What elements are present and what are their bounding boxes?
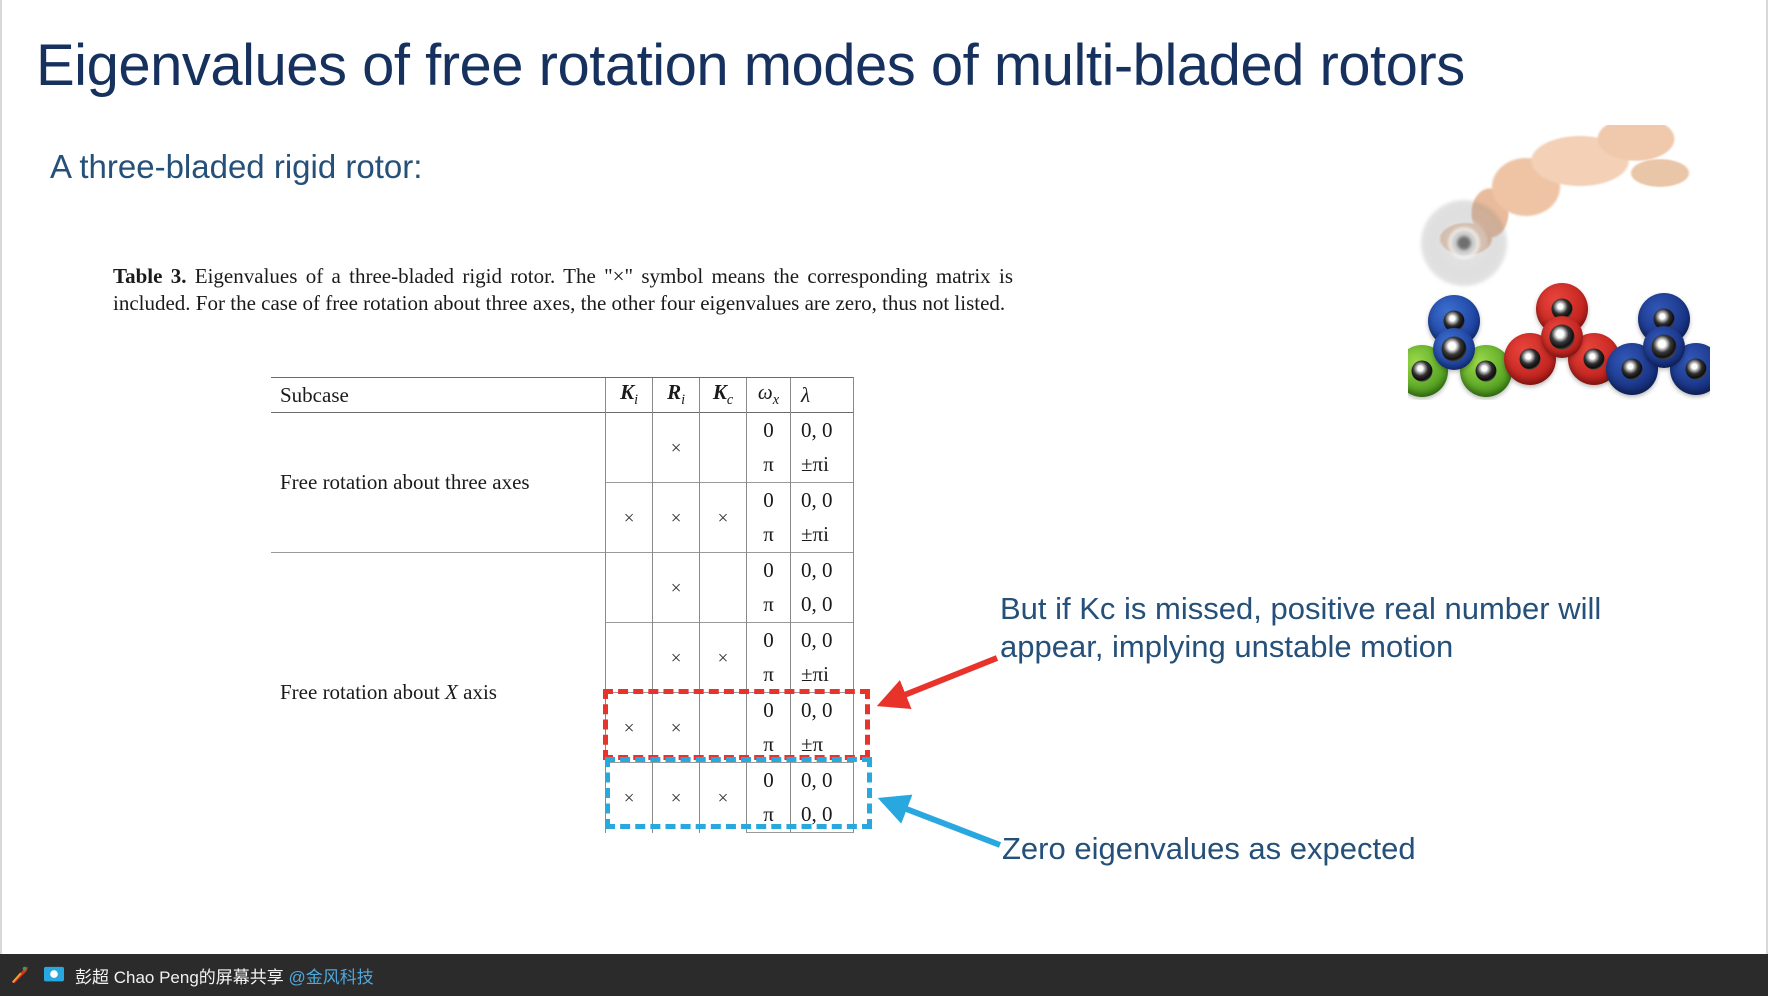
cell-kc: × [699, 482, 747, 553]
cell-lambda: 0, 0 [789, 692, 855, 728]
table-row-highlighted-red: × × 0 0, 0 [271, 692, 855, 763]
cell-lambda: ±πi [789, 657, 855, 693]
table-caption-text: Eigenvalues of a three-bladed rigid roto… [113, 264, 1013, 316]
taskbar-strip [0, 954, 396, 996]
cell-lambda: ±πi [789, 447, 855, 483]
cell-omega: 0 [746, 552, 791, 588]
slide-subtitle: A three-bladed rigid rotor: [50, 148, 423, 185]
table-caption: Table 3. Eigenvalues of a three-bladed r… [113, 263, 1013, 318]
blue-arrow [877, 794, 1002, 848]
cell-kc: × [699, 622, 747, 693]
spinner-red [1504, 283, 1620, 389]
table-row: π ±πi [271, 517, 855, 553]
cell-omega: π [746, 657, 791, 693]
header-ri: Ri [652, 377, 700, 413]
cell-omega: 0 [746, 762, 791, 798]
cell-lambda: 0, 0 [789, 622, 855, 658]
header-lambda: λ [789, 377, 855, 413]
cell-omega: π [746, 447, 791, 483]
cell-omega: 0 [746, 692, 791, 728]
spinner-green-blue [1408, 295, 1512, 400]
cell-omega: 0 [746, 622, 791, 658]
cell-ri: × [652, 552, 700, 623]
table-header-row: Subcase Ki Ri Kc ωx λ [271, 377, 855, 413]
cell-omega: π [746, 587, 791, 623]
header-ki: Ki [605, 377, 653, 413]
cell-ki: × [605, 692, 653, 763]
cell-ki: × [605, 482, 653, 553]
cell-ri: × [652, 412, 700, 483]
spinner-navy [1606, 293, 1710, 399]
cell-ri: × [652, 692, 700, 763]
feather-icon[interactable] [7, 962, 33, 988]
blue-highlight-box [605, 757, 872, 829]
header-kc: Kc [699, 377, 747, 413]
table-row: Free rotation about X axis × 0 0, 0 [271, 552, 855, 833]
subcase-text-pre: Free rotation about [280, 680, 446, 705]
table-caption-label: Table 3. [113, 264, 187, 288]
spinner-bearing [1549, 324, 1575, 350]
header-omega-x: ωx [746, 377, 791, 413]
table-row: π 0, 0 [271, 587, 855, 623]
subcase-text-post: axis [457, 680, 497, 705]
cell-kc [699, 412, 747, 483]
eigenvalue-table: Subcase Ki Ri Kc ωx λ [271, 377, 855, 833]
annotation-text-red: But if Kc is missed, positive real numbe… [1000, 591, 1602, 664]
cell-omega: π [746, 517, 791, 553]
spinner-bearing [1441, 336, 1467, 362]
subcase-cell-three-axes: Free rotation about three axes [271, 412, 606, 553]
annotation-text-blue: Zero eigenvalues as expected [1002, 831, 1416, 866]
screen-share-label: 彭超 Chao Peng的屏幕共享 @金风科技 [75, 963, 374, 988]
red-highlight-box [603, 689, 870, 760]
eigenvalue-table-container: Subcase Ki Ri Kc ωx λ [271, 377, 855, 833]
table-row: Free rotation about three axes × 0 0, 0 [271, 412, 855, 553]
page-title: Eigenvalues of free rotation modes of mu… [36, 33, 1465, 98]
cell-ki [605, 412, 653, 483]
header-subcase: Subcase [271, 377, 606, 413]
cell-kc: × [699, 762, 747, 833]
spinner-blade [1408, 345, 1448, 397]
cell-lambda: 0, 0 [789, 587, 855, 623]
cell-lambda: 0, 0 [789, 482, 855, 518]
cell-ri: × [652, 762, 700, 833]
table-row: π ±πi [271, 657, 855, 693]
table-row: π ±πi [271, 447, 855, 483]
cell-lambda: 0, 0 [789, 762, 855, 798]
cell-ri: × [652, 482, 700, 553]
presenter-name: 彭超 Chao Peng的屏幕共享 [75, 967, 289, 987]
spinner-bearing [1651, 334, 1677, 360]
cell-lambda: 0, 0 [789, 552, 855, 588]
presenter-handle: @金风科技 [288, 967, 374, 987]
cell-lambda: 0, 0 [789, 412, 855, 448]
cell-omega: 0 [746, 482, 791, 518]
table-row: × × × 0 0, 0 [271, 482, 855, 553]
cell-ki [605, 552, 653, 623]
cell-omega: 0 [746, 412, 791, 448]
red-arrow [876, 655, 999, 709]
spinning-spinner-blur [1408, 187, 1528, 299]
subcase-cell-x-axis: Free rotation about X axis [271, 552, 606, 833]
page-edge-right [1766, 0, 1768, 996]
cell-ri: × [652, 622, 700, 693]
cell-lambda: ±πi [789, 517, 855, 553]
fidget-spinner-photo [1408, 125, 1710, 400]
cell-ki [605, 622, 653, 693]
taskbar-content: 彭超 Chao Peng的屏幕共享 @金风科技 [0, 954, 374, 996]
screen-share-taskbar: 彭超 Chao Peng的屏幕共享 @金风科技 [0, 954, 1768, 996]
cell-kc [699, 552, 747, 623]
subcase-text-math: X [445, 680, 458, 705]
table-row: × × 0 0, 0 [271, 622, 855, 693]
page-edge-left [0, 0, 2, 996]
screen-share-icon[interactable] [41, 962, 67, 988]
